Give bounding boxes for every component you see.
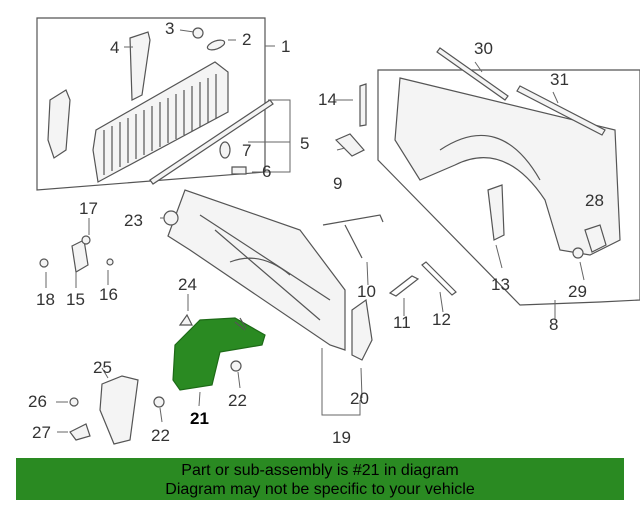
callout-7: 7	[242, 141, 251, 160]
bolt-22b	[153, 396, 165, 408]
callout-9: 9	[333, 174, 342, 193]
callout-20: 20	[350, 389, 369, 408]
callout-11: 11	[393, 313, 411, 332]
banner-line-1: Part or sub-assembly is #21 in diagram	[181, 462, 459, 479]
tailgate-ribs	[103, 74, 217, 175]
bedside-panel	[394, 77, 621, 256]
part-11	[388, 275, 420, 297]
part-21-detail	[234, 317, 247, 331]
bolt-22a	[230, 360, 242, 372]
bedside-frame	[377, 69, 640, 306]
rail-30	[436, 47, 509, 101]
callout-16: 16	[99, 285, 118, 304]
info-banner: Part or sub-assembly is #21 in diagram D…	[16, 458, 624, 500]
nut-17	[81, 235, 91, 245]
callout-26: 26	[28, 392, 47, 411]
clip-29	[572, 247, 584, 259]
callout-29: 29	[568, 282, 587, 301]
rail-31	[516, 85, 606, 136]
bolt-18	[39, 258, 49, 268]
bracket-13	[487, 184, 505, 241]
part-12	[421, 261, 457, 296]
wheel-arch	[439, 134, 541, 181]
callout-30: 30	[474, 39, 493, 58]
callout-13: 13	[491, 275, 510, 294]
callout-10: 10	[357, 282, 376, 301]
brace-10	[322, 214, 384, 259]
molding-group	[149, 99, 291, 185]
part-20	[351, 298, 373, 361]
callout-3: 3	[165, 19, 174, 38]
callout-27: 27	[32, 423, 51, 442]
callout-17: 17	[79, 199, 98, 218]
screw-26	[69, 397, 79, 407]
callout-5: 5	[300, 134, 309, 153]
molding-strip	[149, 99, 274, 185]
front-panel-group	[163, 189, 373, 361]
plate-15	[71, 239, 89, 273]
callout-28: 28	[585, 191, 604, 210]
leader-lines	[45, 29, 585, 433]
pin-27	[69, 423, 91, 441]
bed-side-group	[377, 69, 640, 306]
callout-21[interactable]: 21	[190, 409, 209, 428]
callout-1: 1	[281, 37, 290, 56]
part-9	[334, 133, 365, 157]
clip-16	[106, 258, 114, 266]
callout-22b: 22	[151, 426, 170, 445]
callout-2: 2	[242, 30, 251, 49]
screw-3	[192, 27, 204, 39]
callout-22a: 22	[228, 391, 247, 410]
callout-15: 15	[66, 290, 85, 309]
part-24	[178, 313, 193, 326]
callout-12: 12	[432, 310, 451, 329]
part-21-highlight[interactable]	[172, 317, 266, 391]
tailgate-end-cap	[47, 89, 71, 159]
part-14	[359, 83, 367, 127]
callout-25: 25	[93, 358, 112, 377]
callout-19: 19	[332, 428, 351, 447]
callout-18: 18	[36, 290, 55, 309]
bolt-6	[231, 166, 247, 175]
callout-31: 31	[550, 70, 569, 89]
callout-24: 24	[178, 275, 197, 294]
callout-4: 4	[110, 38, 119, 57]
callout-14: 14	[318, 90, 337, 109]
plug-7	[219, 141, 231, 159]
banner-line-2: Diagram may not be specific to your vehi…	[165, 481, 475, 498]
callout-23: 23	[124, 211, 143, 230]
parts-diagram: 1 2 3 4 5 6 7 8 9 10 11 12 13 14 15 16 1…	[28, 17, 640, 447]
callout-6: 6	[262, 162, 271, 181]
grommet-23	[163, 210, 179, 226]
tailgate-cap	[129, 31, 151, 101]
lamp-28	[584, 224, 607, 253]
front-panel-detail	[199, 214, 331, 321]
part-25	[99, 375, 139, 445]
callout-8: 8	[549, 315, 558, 334]
part-2	[206, 39, 226, 51]
tailgate-assembly-group	[36, 17, 266, 191]
front-panel	[167, 189, 346, 351]
